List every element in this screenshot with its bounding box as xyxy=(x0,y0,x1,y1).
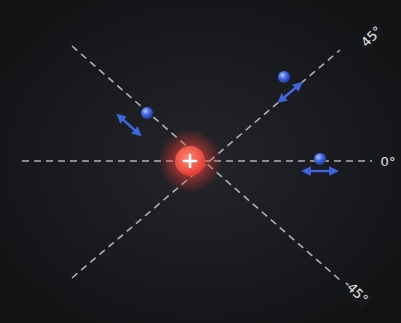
photon xyxy=(141,107,153,119)
polarization-arrow xyxy=(306,170,334,172)
photon xyxy=(278,71,290,83)
plus-sign xyxy=(184,155,196,167)
source-core xyxy=(175,146,205,176)
source-glow xyxy=(158,129,222,193)
axis-45 xyxy=(72,50,340,278)
photon xyxy=(314,153,326,165)
polarization-arrow xyxy=(120,117,138,133)
angle-label: 0° xyxy=(379,154,398,169)
polarization-arrow xyxy=(281,85,299,100)
axis-minus-45 xyxy=(72,46,340,280)
